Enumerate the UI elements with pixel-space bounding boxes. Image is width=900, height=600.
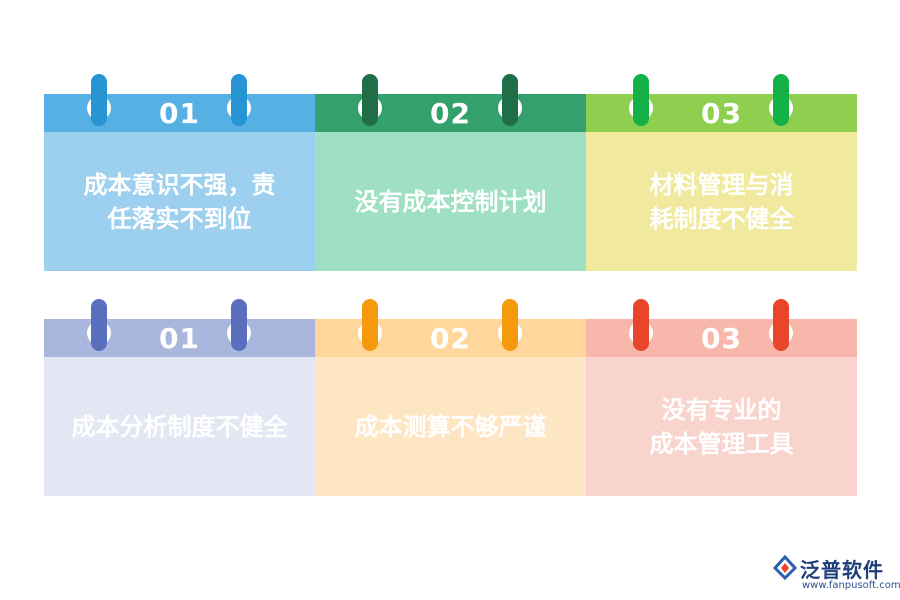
card-body-text: 没有专业的 成本管理工具 (586, 357, 857, 496)
binder-pin-icon (502, 74, 518, 126)
binder-pin-icon (633, 299, 649, 351)
card-2-2: 02 成本测算不够严谨 (315, 299, 586, 496)
binder-pin-icon (502, 299, 518, 351)
fanpu-logo-icon (772, 554, 798, 580)
binder-pin-icon (231, 74, 247, 126)
logo-url: www.fanpusoft.com (802, 580, 900, 591)
binder-pin-icon (633, 74, 649, 126)
binder-pin-icon (773, 299, 789, 351)
card-body-text: 成本测算不够严谨 (315, 357, 586, 496)
card-header: 01 (44, 319, 315, 357)
brand-logo: 泛普软件 www.fanpusoft.com (772, 552, 900, 596)
card-body-text: 没有成本控制计划 (315, 132, 586, 271)
card-header: 02 (315, 94, 586, 132)
binder-pin-icon (362, 74, 378, 126)
card-header: 03 (586, 94, 857, 132)
card-2-1: 01 成本分析制度不健全 (44, 299, 315, 496)
binder-pin-icon (91, 74, 107, 126)
binder-pin-icon (362, 299, 378, 351)
card-header: 01 (44, 94, 315, 132)
card-header: 02 (315, 319, 586, 357)
card-2-3: 03 没有专业的 成本管理工具 (586, 299, 857, 496)
card-1-1: 01 成本意识不强，责 任落实不到位 (44, 74, 315, 271)
card-header: 03 (586, 319, 857, 357)
card-1-2: 02 没有成本控制计划 (315, 74, 586, 271)
card-body-text: 成本意识不强，责 任落实不到位 (44, 132, 315, 271)
binder-pin-icon (231, 299, 247, 351)
binder-pin-icon (773, 74, 789, 126)
binder-pin-icon (91, 299, 107, 351)
card-body-text: 材料管理与消 耗制度不健全 (586, 132, 857, 271)
logo-name: 泛普软件 (800, 558, 884, 582)
card-1-3: 03 材料管理与消 耗制度不健全 (586, 74, 857, 271)
card-body-text: 成本分析制度不健全 (44, 357, 315, 496)
